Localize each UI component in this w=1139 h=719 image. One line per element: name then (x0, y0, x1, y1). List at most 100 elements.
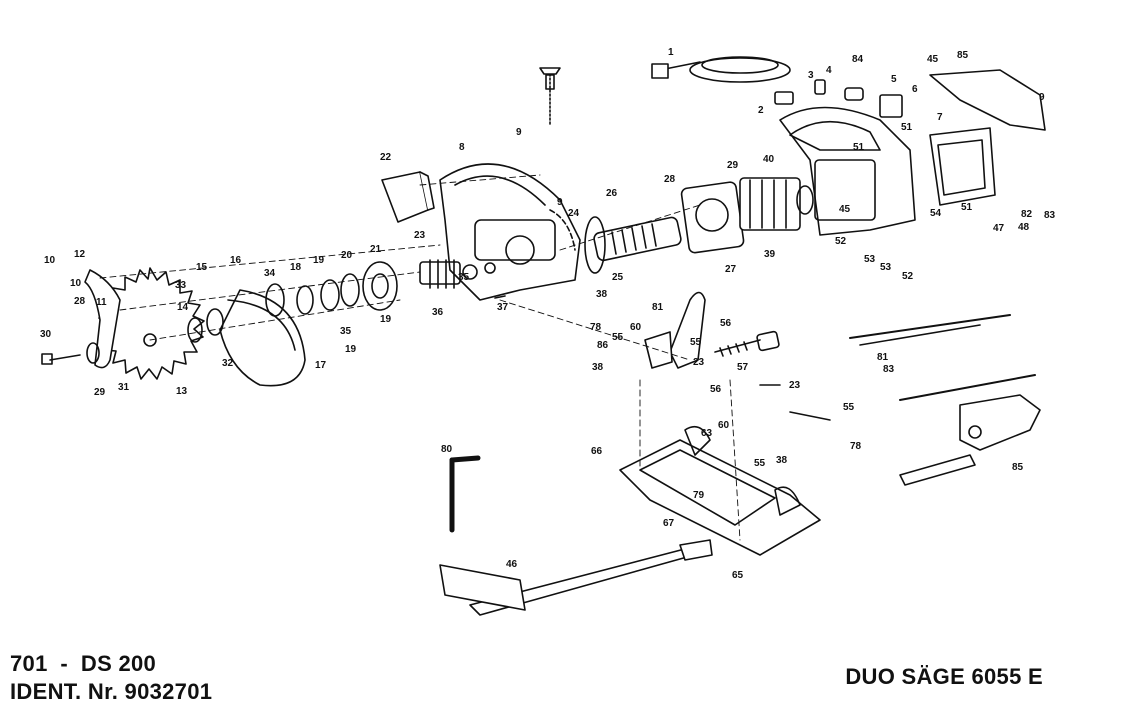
callout-21: 21 (370, 244, 382, 255)
callout-23c: 23 (789, 380, 801, 391)
callout-29: 29 (727, 160, 739, 171)
callout-49: 48 (1018, 222, 1030, 233)
callout-83: 83 (1044, 210, 1056, 221)
callout-47b: 45 (839, 204, 851, 215)
callout-87: 85 (957, 50, 969, 61)
callout-57: 57 (737, 362, 749, 373)
callout-11: 11 (96, 297, 107, 308)
switch-parts (774, 79, 903, 118)
callout-59b: 60 (718, 420, 730, 431)
callout-8: 8 (459, 142, 465, 153)
callout-55b: 55 (690, 337, 702, 348)
callout-44c: 38 (776, 455, 788, 466)
callout-60b: 78 (850, 441, 862, 452)
callout-39: 35 (458, 272, 470, 283)
callout-9a: 9 (516, 127, 522, 138)
motor-housing-handle (779, 106, 996, 236)
callout-51b: 51 (853, 142, 865, 153)
callout-51a: 51 (901, 122, 913, 133)
callout-18: 18 (290, 262, 302, 273)
callout-27: 27 (725, 264, 737, 275)
callout-32: 30 (40, 329, 52, 340)
callout-38: 36 (432, 307, 444, 318)
callout-78: 81 (652, 302, 664, 313)
callout-55a: 55 (612, 332, 624, 343)
exploded-parts-diagram: 9 8 22 9 24 23 26 28 29 40 1 2 3 4 5 6 8… (40, 47, 1056, 616)
callout-47a: 45 (927, 54, 939, 65)
callout-19b: 19 (380, 314, 392, 325)
depth-knob (714, 330, 780, 357)
rear-cover (929, 69, 1046, 131)
callout-31: 29 (94, 387, 106, 398)
baseplate (619, 425, 821, 556)
callout-40: 37 (497, 302, 509, 313)
callout-51c: 51 (961, 202, 973, 213)
callout-7: 7 (937, 112, 943, 123)
callout-9b: 9 (557, 197, 563, 208)
callout-64a: 67 (663, 518, 675, 529)
callout-85: 85 (1012, 462, 1024, 473)
callout-52a: 52 (835, 236, 847, 247)
callout-56b: 56 (710, 384, 722, 395)
callout-16: 16 (230, 255, 242, 266)
callout-44b: 38 (592, 362, 604, 373)
callout-82: 82 (1021, 209, 1033, 220)
riving-knife (84, 269, 121, 369)
callout-86: 84 (852, 54, 864, 65)
lever-knob (381, 171, 435, 223)
callout-54: 54 (930, 208, 942, 219)
hex-key (449, 455, 481, 533)
callout-9c: 9 (1039, 92, 1045, 103)
callout-36: 34 (264, 268, 276, 279)
callout-3: 3 (808, 70, 814, 81)
callout-19a: 19 (313, 255, 325, 266)
callout-1: 1 (668, 47, 674, 58)
callout-34: 32 (222, 358, 234, 369)
callout-44a: 38 (596, 289, 608, 300)
callout-55d: 55 (754, 458, 766, 469)
callout-13: 13 (176, 386, 188, 397)
callout-6: 6 (912, 84, 918, 95)
callout-46: 40 (763, 154, 775, 165)
model-ident-block: 701 - DS 200 IDENT. Nr. 9032701 (10, 650, 212, 706)
callout-10b: 10 (44, 255, 56, 266)
ident-number: IDENT. Nr. 9032701 (10, 679, 213, 704)
callout-15: 15 (196, 262, 208, 273)
callout-61: 63 (701, 428, 713, 439)
motor-stator (739, 177, 814, 231)
callout-53a: 53 (864, 254, 876, 265)
callout-35: 33 (175, 280, 187, 291)
callout-63: 65 (732, 570, 744, 581)
callout-22: 22 (380, 152, 392, 163)
assembly-lines (99, 174, 741, 541)
jigsaw-attachment (899, 394, 1041, 486)
motor-armature (584, 216, 682, 274)
callout-12: 12 (74, 249, 86, 260)
lower-guard (219, 289, 306, 387)
callout-50: 46 (506, 559, 518, 570)
guide-rods (849, 314, 1036, 401)
blade-guard-housing (439, 163, 581, 301)
callout-66: 80 (441, 444, 453, 455)
callout-48: 47 (993, 223, 1005, 234)
callout-55c: 55 (843, 402, 855, 413)
screws (41, 67, 831, 421)
callout-62: 66 (591, 446, 603, 457)
callout-56a: 56 (720, 318, 732, 329)
spindle-gear (419, 259, 496, 289)
callout-30: 28 (74, 296, 86, 307)
callout-labels: 9 8 22 9 24 23 26 28 29 40 1 2 3 4 5 6 8… (40, 47, 1056, 581)
callout-84: 83 (883, 364, 895, 375)
callout-65: 79 (693, 490, 705, 501)
callout-23a: 23 (414, 230, 426, 241)
callout-59a: 60 (630, 322, 642, 333)
callout-25: 25 (612, 272, 624, 283)
callout-67: 81 (877, 352, 889, 363)
callout-26: 26 (606, 188, 618, 199)
callout-33: 31 (118, 382, 130, 393)
callout-37: 35 (340, 326, 352, 337)
bearings-and-washers (86, 261, 398, 364)
power-cable (651, 56, 791, 83)
callout-23b: 23 (693, 357, 705, 368)
callout-60a: 78 (590, 322, 602, 333)
